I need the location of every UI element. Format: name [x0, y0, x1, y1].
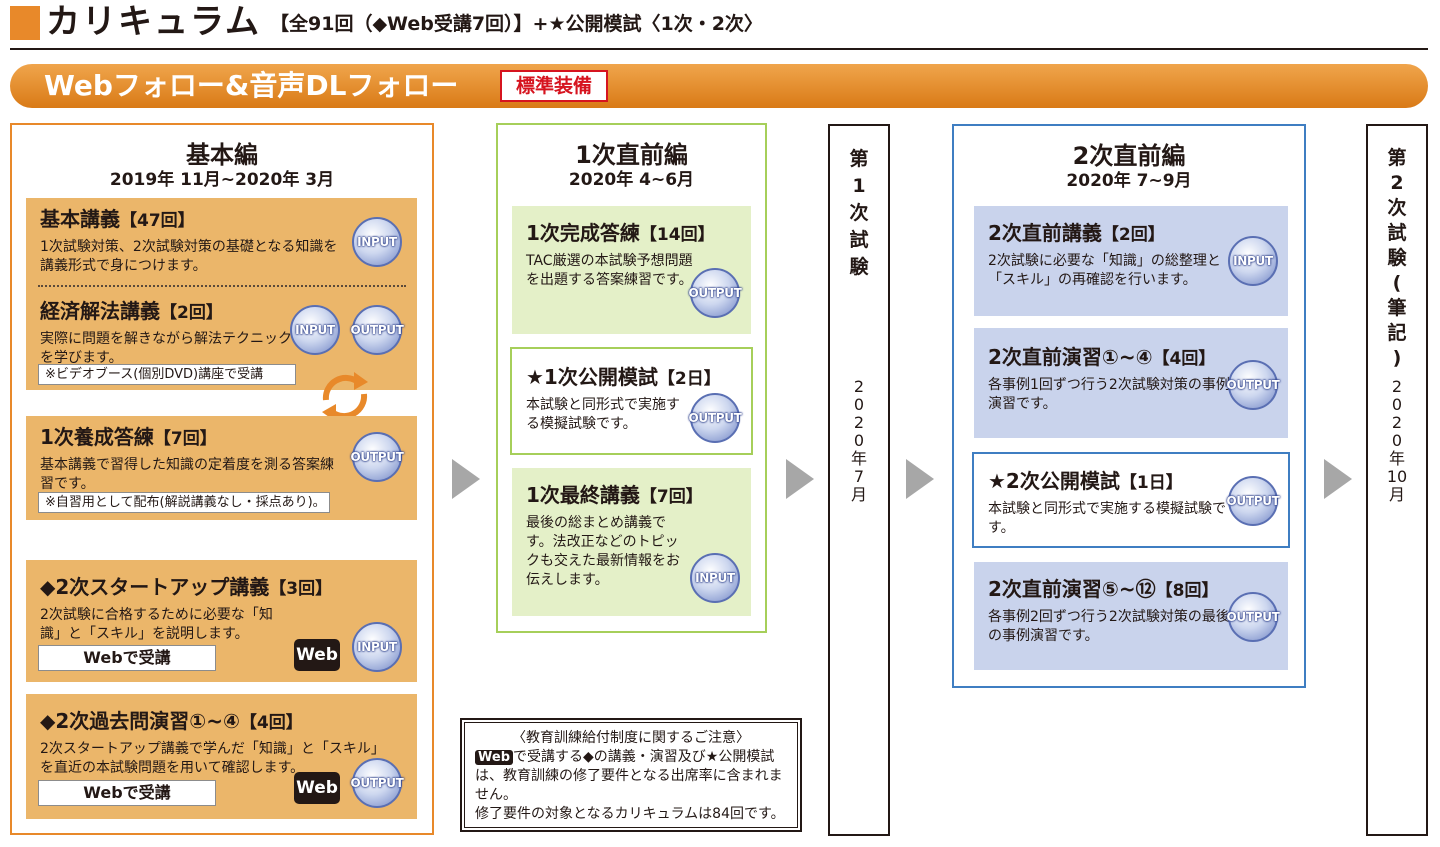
exam1-title: 第 1 次 試 験 [849, 148, 869, 278]
chokuzen1-date: 2020年 4~6月 [568, 170, 695, 190]
block-count: 【3回】 [269, 579, 333, 599]
input-badge-icon: INPUT [1228, 236, 1278, 286]
block-title: ★1次公開模試 [526, 365, 658, 389]
output-badge-icon: OUTPUT [1226, 476, 1280, 526]
output-badge-icon: OUTPUT [350, 432, 404, 482]
output-badge-icon: OUTPUT [688, 268, 742, 318]
kihon-title: 基本編 [186, 141, 258, 169]
block-desc: 本試験と同形式で実施する模擬試験です。 [526, 397, 680, 432]
exam1-column [828, 124, 890, 836]
block-title: 基本講義 [40, 207, 120, 231]
block-title: 2次直前演習①~④ [988, 345, 1153, 369]
chokuzen2-date: 2020年 7~9月 [1066, 171, 1192, 191]
caution-title: 〈教育訓練給付制度に関するご注意〉 [512, 730, 750, 746]
output-badge-icon: OUTPUT [350, 758, 404, 808]
chokuzen1-title: 1次直前編 [575, 141, 688, 169]
block-count: 【7回】 [153, 429, 217, 449]
block-count: 【7回】 [639, 487, 703, 507]
output-badge-icon: OUTPUT [688, 393, 742, 443]
block-title: 2次直前講義 [988, 221, 1102, 245]
kihon-block-keizai-kaiho: 経済解法講義【2回】 実際に問題を解きながら解法テクニックを学びます。 [26, 290, 296, 368]
block-desc: TAC厳選の本試験予想問題を出題する答案練習です。 [526, 253, 693, 288]
block-desc: 基本講義で習得した知識の定着度を測る答案練習です。 [40, 457, 334, 492]
block-desc: 各事例2回ずつ行う2次試験対策の最後の事例演習です。 [988, 609, 1230, 644]
web-tag-icon: Web [294, 639, 340, 671]
input-badge-icon: INPUT [690, 553, 740, 603]
block-desc: 2次試験に必要な「知識」の総整理と「スキル」の再確認を行います。 [988, 253, 1221, 288]
caution-note: 修了要件の対象となるカリキュラムは84回です。 [475, 806, 785, 822]
output-badge-icon: OUTPUT [1226, 360, 1280, 410]
block-title: ★2次公開模試 [988, 469, 1120, 493]
exam2-column [1366, 124, 1428, 836]
web-mini-icon: Web [475, 750, 513, 765]
flow-arrow [906, 459, 934, 499]
block-title: 1次養成答練 [40, 425, 154, 449]
exam1-date: 2 0 2 0 年 7 月 [850, 377, 867, 504]
block-title: 1次最終講義 [526, 483, 640, 507]
web-attend-label: Webで受講 [38, 780, 216, 806]
page-title: カリキュラム [46, 2, 261, 42]
block-count: 【4回】 [239, 713, 303, 733]
flow-arrow [786, 459, 814, 499]
kihon-block-kihon-kogi: 基本講義【47回】 1次試験対策、2次試験対策の基礎となる知識を講義形式で身につ… [26, 198, 346, 276]
banner-title: Webフォロー&音声DLフォロー [44, 69, 459, 102]
block-title: 経済解法講義 [40, 299, 160, 323]
output-badge-icon: OUTPUT [1226, 592, 1280, 642]
block-desc: 1次試験対策、2次試験対策の基礎となる知識を講義形式で身につけます。 [40, 239, 338, 274]
block-count: 【8回】 [1155, 581, 1219, 601]
web-attend-label: Webで受講 [38, 645, 216, 671]
block-desc: 実際に問題を解きながら解法テクニックを学びます。 [40, 331, 292, 366]
block-desc: 本試験と同形式で実施する模擬試験です。 [988, 501, 1226, 536]
page-subtitle: 【全91回（◆Web受講7回）】+★公開模試〈1次・2次〉 [270, 13, 763, 35]
exam2-title: 第 2 次 試 験 ( 筆 記 ) [1387, 147, 1407, 369]
block-title: ◆2次過去問演習①~④ [40, 709, 240, 733]
block-count: 【47回】 [120, 211, 195, 231]
chokuzen2-title: 2次直前編 [1072, 142, 1186, 170]
block-title: ◆2次スタートアップ講義 [40, 575, 270, 599]
kihon-block-group [26, 198, 417, 390]
block-count: 【14回】 [639, 225, 715, 245]
header-divider [10, 48, 1428, 50]
self-study-note: ※自習用として配布(解説講義なし・採点あり)。 [38, 492, 330, 513]
follow-banner [10, 64, 1428, 108]
block-title: 2次直前演習⑤~⑫ [988, 577, 1156, 601]
exam2-date: 2 0 2 0 年 10 月 [1386, 377, 1408, 504]
input-badge-icon: INPUT [352, 217, 402, 267]
block-count: 【1日】 [1119, 473, 1183, 493]
videobooth-note: ※ビデオブース(個別DVD)講座で受講 [38, 364, 296, 385]
block-desc: 2次試験に合格するために必要な「知識」と「スキル」を説明します。 [40, 607, 273, 642]
block-count: 【4回】 [1152, 349, 1216, 369]
input-badge-icon: INPUT [290, 305, 340, 355]
web-tag-icon: Web [294, 772, 340, 804]
header-accent-square [10, 6, 40, 40]
input-badge-icon: INPUT [352, 622, 402, 672]
block-title: 1次完成答練 [526, 221, 640, 245]
flow-arrow [1324, 459, 1352, 499]
block-desc: 2次スタートアップ講義で学んだ「知識」と「スキル」を直近の本試験問題を用いて確認… [40, 741, 385, 776]
kihon-dotted-divider [38, 285, 406, 287]
standard-equipment-badge: 標準装備 [500, 70, 608, 102]
output-badge-icon: OUTPUT [350, 305, 404, 355]
block-desc: 各事例1回ずつ行う2次試験対策の事例演習です。 [988, 377, 1230, 412]
block-desc: 最後の総まとめ講義です。法改正などのトピックも交えた最新情報をお伝えします。 [526, 515, 680, 588]
block-count: 【2日】 [657, 369, 721, 389]
kihon-date: 2019年 11月~2020年 3月 [109, 170, 335, 190]
block-count: 【2回】 [1101, 225, 1165, 245]
flow-arrow [452, 459, 480, 499]
block-count: 【2回】 [160, 303, 223, 323]
